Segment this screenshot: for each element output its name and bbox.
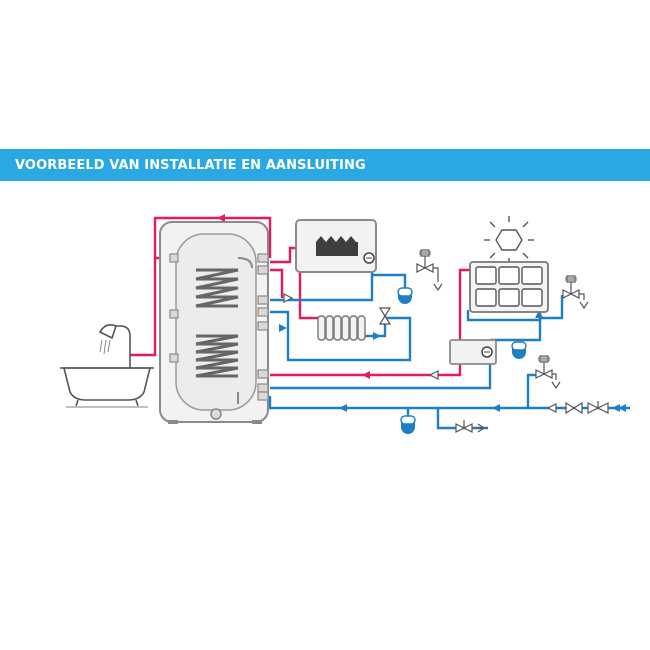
cold-inlet-safety-branch — [526, 373, 542, 408]
arrow-blue-7 — [618, 404, 626, 412]
hot-water-to-bath-pipe — [130, 258, 157, 357]
boiler-burner — [316, 242, 358, 256]
boiler-return-pipe — [270, 262, 374, 302]
inlet-valves — [455, 355, 609, 433]
lower-coil — [195, 334, 239, 378]
bathtub-icon — [60, 324, 154, 408]
arrow-hot-1 — [217, 214, 225, 222]
inlet-shut-off-valve-icon — [587, 401, 609, 414]
solar-check-valve-icon — [428, 370, 439, 380]
boiler-return-loop — [270, 310, 412, 362]
bathtub-body — [62, 367, 152, 401]
bathtub-foot-left — [75, 399, 79, 407]
three-way-valve-icon — [378, 307, 392, 325]
tank-hot-side-pipe — [270, 268, 284, 298]
tank-inner — [175, 233, 257, 411]
tank-drain — [210, 408, 222, 420]
shower-water — [99, 339, 111, 355]
boiler-icon — [295, 219, 377, 273]
solar-safety-valve-icon — [562, 275, 589, 310]
sun-icon — [484, 216, 534, 264]
boiler-expansion-branch — [372, 273, 407, 290]
boiler-circuit-valves — [283, 249, 443, 325]
arrow-blue-5 — [492, 404, 500, 412]
arrow-hot-3 — [362, 371, 370, 379]
boiler-flames — [316, 236, 356, 242]
arrow-blue-8 — [279, 324, 287, 332]
arrow-blue-4 — [339, 404, 347, 412]
radiator-icon — [317, 315, 366, 341]
boiler-safety-valve-icon — [416, 249, 443, 292]
inlet-valve-2-icon — [565, 401, 583, 415]
arrow-blue-3 — [535, 310, 543, 318]
solar-safety-branch — [548, 295, 564, 320]
shower-pipe — [112, 325, 131, 368]
tank-connections — [169, 253, 269, 401]
drain-valve-icon — [455, 420, 486, 433]
arrow-blue-2 — [373, 332, 381, 340]
cold-water-inlet-pipe — [268, 396, 630, 410]
dip-tube — [237, 257, 253, 404]
check-valve-icon — [283, 293, 294, 303]
bathtub-foot-right — [135, 399, 139, 407]
boiler-expansion-vessel-icon — [397, 287, 413, 304]
storage-tank — [159, 221, 269, 424]
shower-head — [98, 324, 117, 340]
inlet-expansion-vessel-icon — [400, 415, 416, 434]
inlet-safety-valve-icon — [535, 355, 561, 390]
tank-leg-left — [168, 420, 178, 424]
inlet-check-valve-icon — [546, 403, 557, 413]
header-banner: VOORBEELD VAN INSTALLATIE EN AANSLUITING — [0, 149, 650, 181]
solar-expansion-vessel-icon — [511, 341, 527, 359]
arrow-blue-6 — [612, 404, 620, 412]
pump-station-icon — [449, 339, 497, 365]
solar-panel-icon — [469, 261, 549, 313]
solar-panel-return — [490, 316, 548, 342]
upper-coil — [195, 268, 239, 308]
tank-leg-right — [252, 420, 262, 424]
header-title: VOORBEELD VAN INSTALLATIE EN AANSLUITING — [15, 157, 366, 173]
